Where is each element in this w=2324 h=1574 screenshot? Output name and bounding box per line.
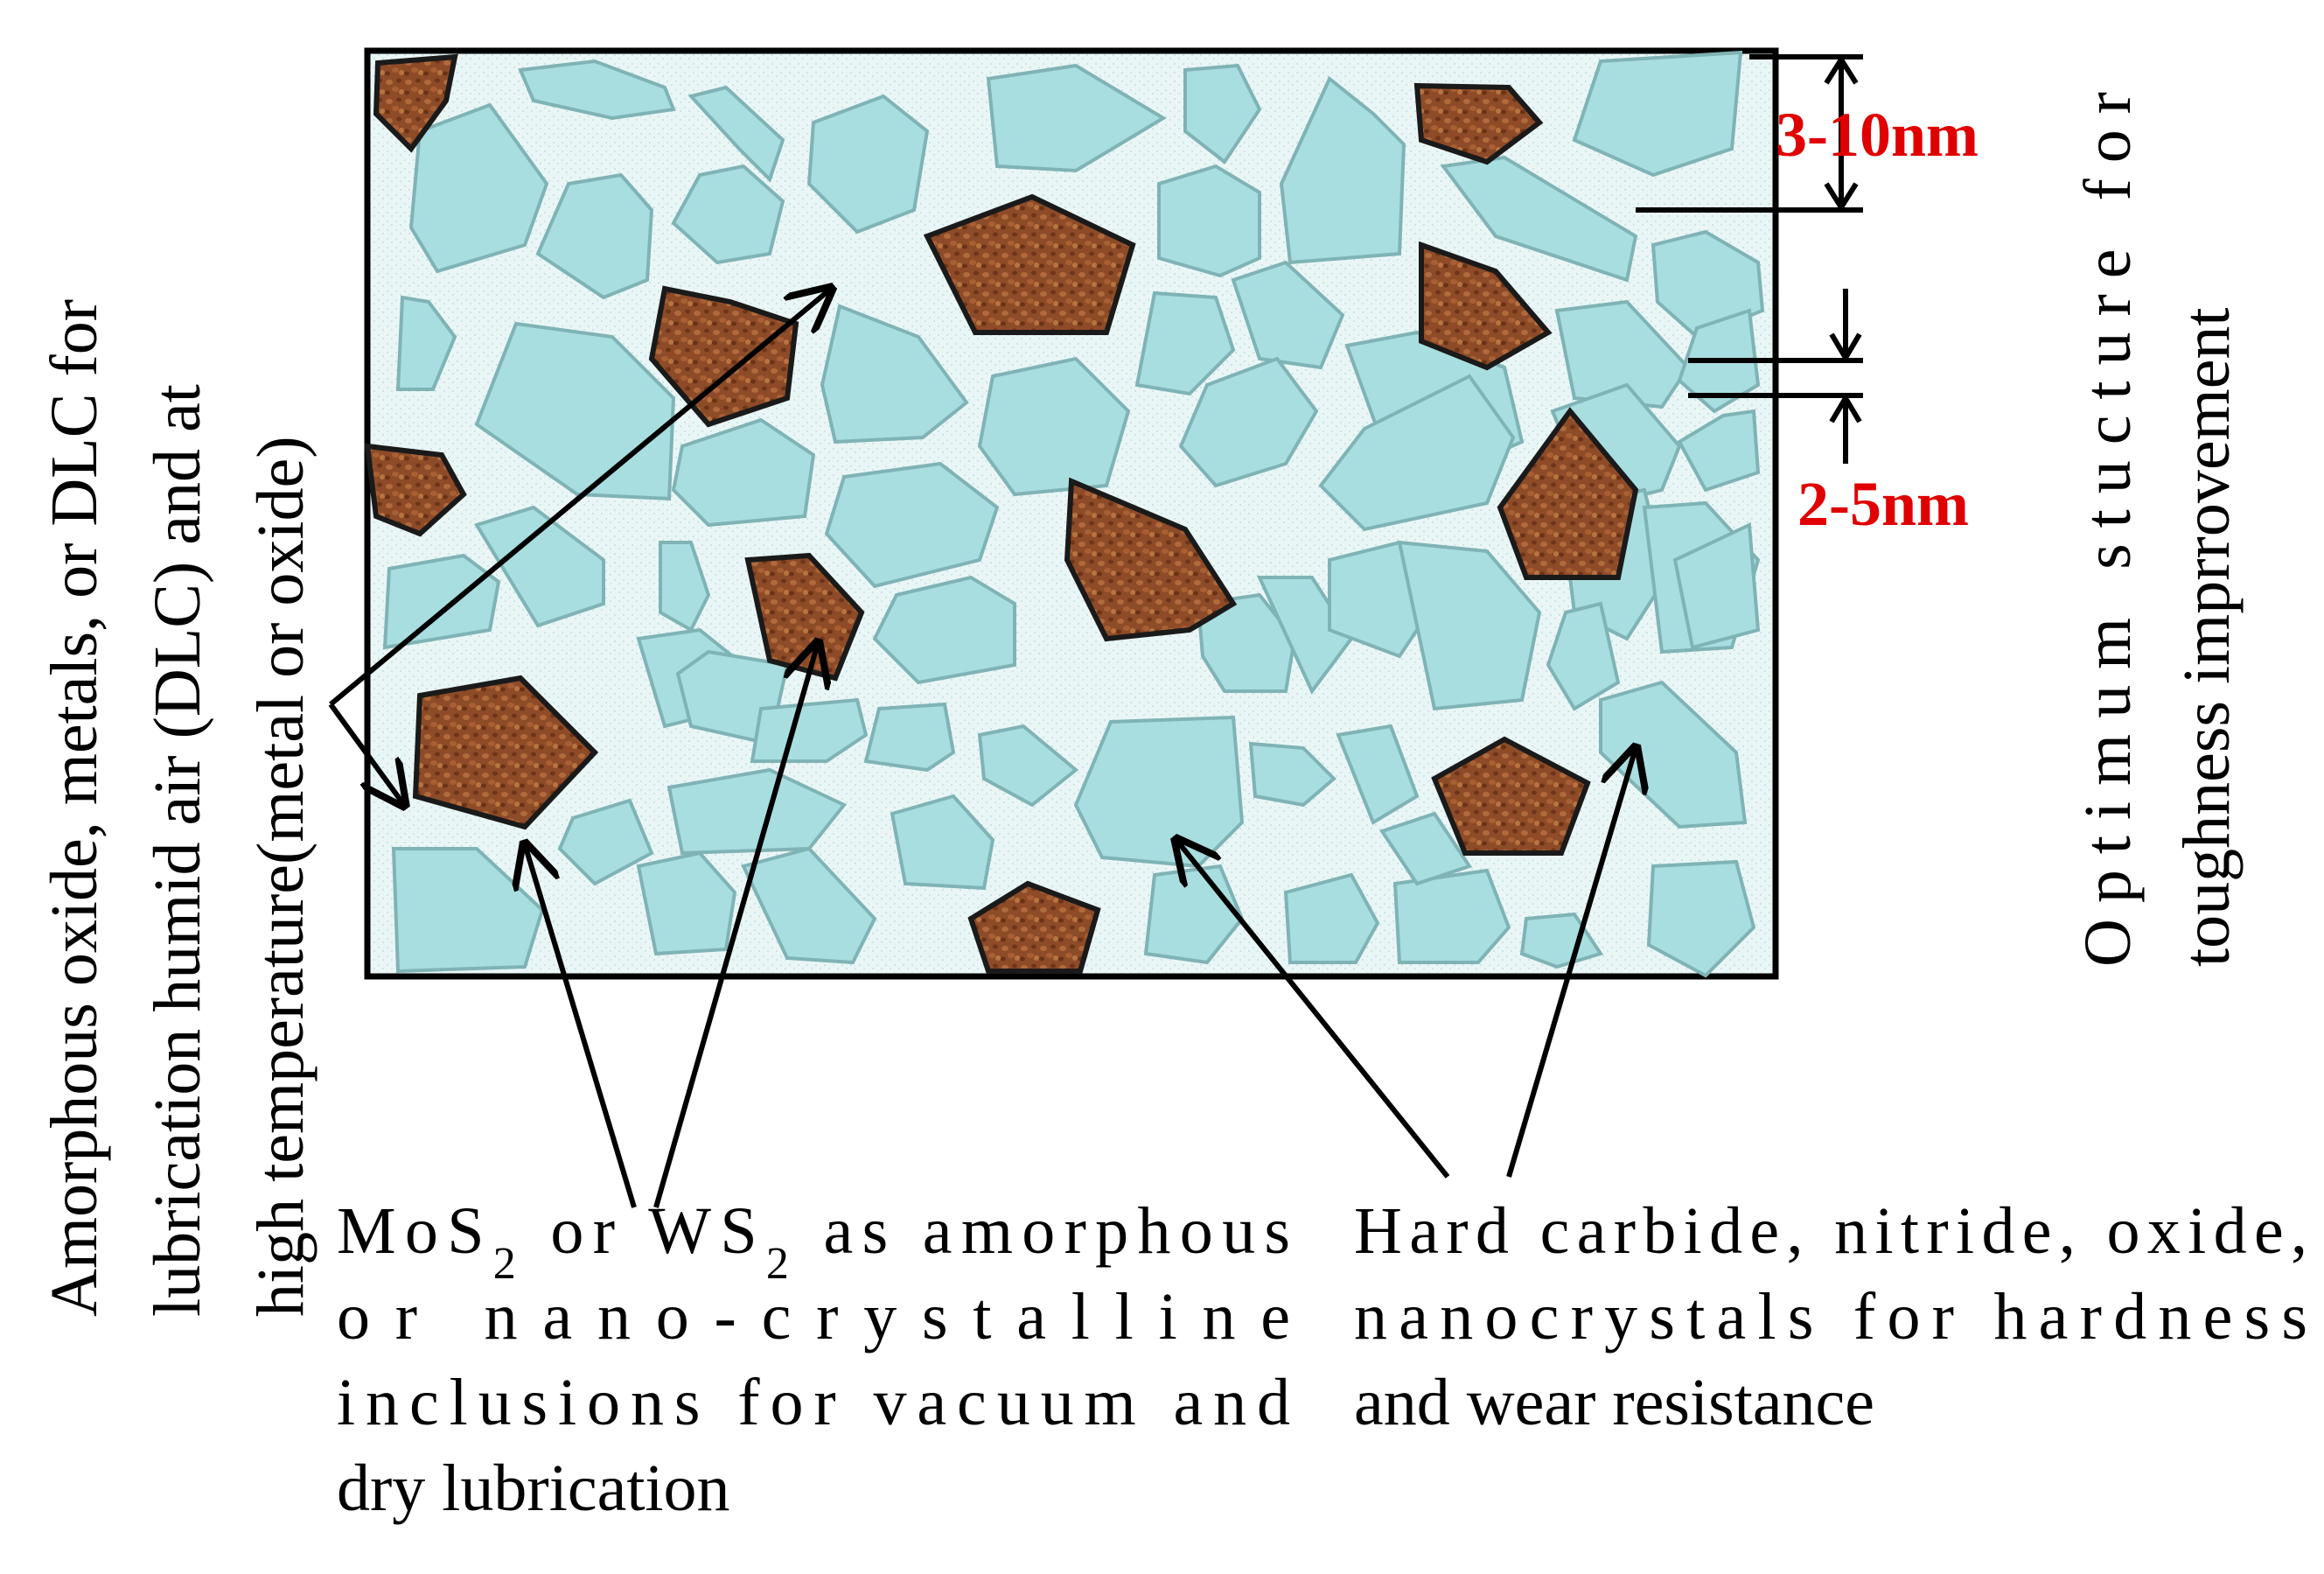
arrow-to-crystal-right [1506, 748, 1636, 1178]
caption-right-line1: Optimum stucture for [2071, 92, 2145, 967]
caption-amorphous-oxide: Amorphous oxide, metals, or DLC for lubr… [38, 299, 318, 1317]
dimension-2-5nm [1688, 289, 1863, 464]
caption-hard-line2: nanocrystals for hardness [1354, 1280, 2307, 1354]
caption-mos2-line4: dry lubrication [337, 1452, 730, 1525]
pointer-arrows [328, 289, 1636, 1208]
dimension-label-large: 3-10nm [1776, 100, 1979, 170]
arrow-to-matrix-bottom [328, 703, 404, 805]
caption-left-line2: lubrication humid air (DLC) and at [141, 384, 214, 1317]
caption-left-line3: high temperature(metal or oxide) [244, 436, 318, 1317]
caption-hard-line3: and wear resistance [1354, 1366, 1874, 1439]
caption-hard-line1: Hard carbide, nitride, oxide, [1354, 1194, 2307, 1268]
hard-nanocrystals [382, 50, 1765, 978]
arrow-to-inclusion-left [525, 844, 637, 1208]
dimension-3-10nm [1636, 54, 1863, 213]
caption-mos2-line3: inclusions for vacuum and [337, 1366, 1290, 1439]
caption-mos2-line2: or nano-crystalline [337, 1280, 1290, 1354]
caption-right-line2: toughness imprrovement [2170, 307, 2244, 967]
dimension-label-small: 2-5nm [1797, 469, 1969, 539]
mos2-inclusions [364, 53, 1639, 974]
arrow-to-inclusion-right [653, 643, 818, 1208]
caption-optimum-structure: Optimum stucture for toughness imprrovem… [2071, 92, 2244, 967]
arrow-to-matrix-top [329, 289, 831, 707]
caption-left-line1: Amorphous oxide, metals, or DLC for [38, 299, 111, 1317]
arrow-to-crystal-center [1176, 840, 1450, 1179]
caption-hard-carbide: Hard carbide, nitride, oxide, nanocrysta… [1354, 1194, 2307, 1439]
